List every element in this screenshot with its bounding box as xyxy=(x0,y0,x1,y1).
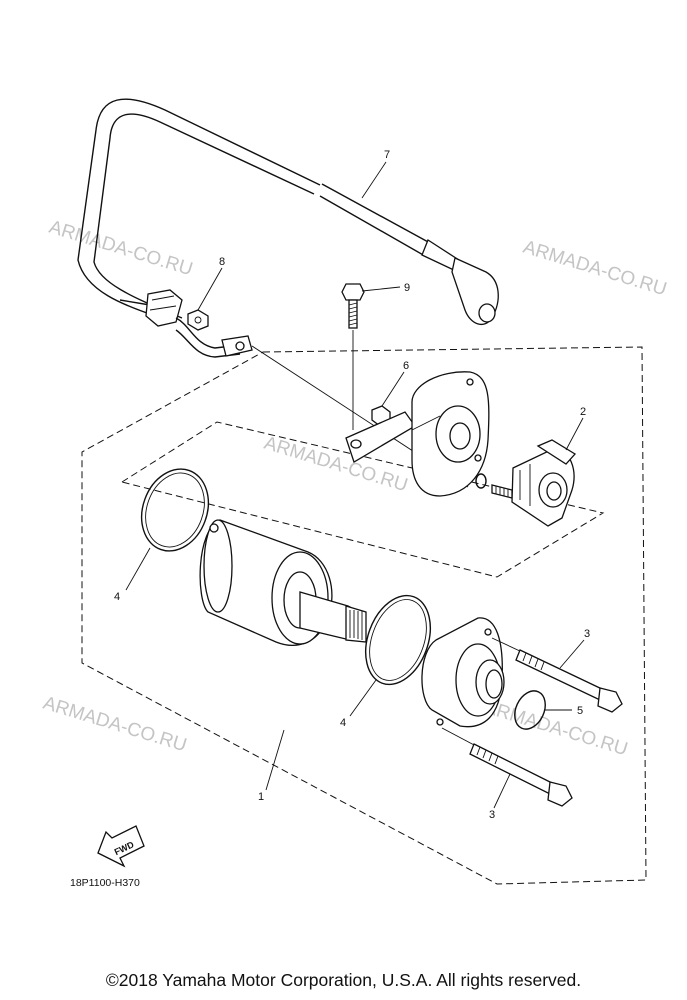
callout-7: 7 xyxy=(384,149,390,161)
callout-9: 9 xyxy=(404,282,410,294)
callout-1: 1 xyxy=(258,791,264,803)
nut-8 xyxy=(187,267,223,331)
callout-5: 5 xyxy=(577,705,583,717)
brush-holder-2 xyxy=(511,417,584,527)
bolt-3-upper xyxy=(491,637,623,713)
leader-1 xyxy=(265,729,285,791)
brush-box-outline xyxy=(121,421,605,578)
callout-8: 8 xyxy=(219,256,225,268)
callout-6: 6 xyxy=(403,360,409,372)
callout-4-upper: 4 xyxy=(114,591,120,603)
copyright-footer: ©2018 Yamaha Motor Corporation, U.S.A. A… xyxy=(105,970,582,990)
callout-3-lower: 3 xyxy=(489,809,495,821)
bolt-3-lower xyxy=(441,727,573,809)
fwd-arrow-icon: FWD xyxy=(97,825,145,868)
callout-4-lower: 4 xyxy=(340,717,346,729)
o-ring-4-upper xyxy=(125,468,210,591)
rear-cover xyxy=(421,617,505,728)
front-cover-bracket xyxy=(345,371,490,497)
circlip xyxy=(475,473,513,499)
o-ring-5 xyxy=(514,690,572,730)
callout-2: 2 xyxy=(580,406,586,418)
o-ring-4-lower xyxy=(349,594,431,717)
starter-cable xyxy=(77,98,499,326)
assembly-outline xyxy=(81,346,647,885)
cable-terminal xyxy=(119,289,253,358)
starter-motor-yoke xyxy=(199,519,367,646)
watermark: ARMADA-CO.RU xyxy=(521,237,669,301)
watermark: ARMADA-CO.RU xyxy=(47,217,195,281)
watermark: ARMADA-CO.RU xyxy=(41,693,189,757)
bolt-9 xyxy=(341,283,401,430)
leader-7 xyxy=(361,161,387,199)
callout-3-upper: 3 xyxy=(584,628,590,640)
diagram-code: 18P1100-H370 xyxy=(70,877,140,889)
